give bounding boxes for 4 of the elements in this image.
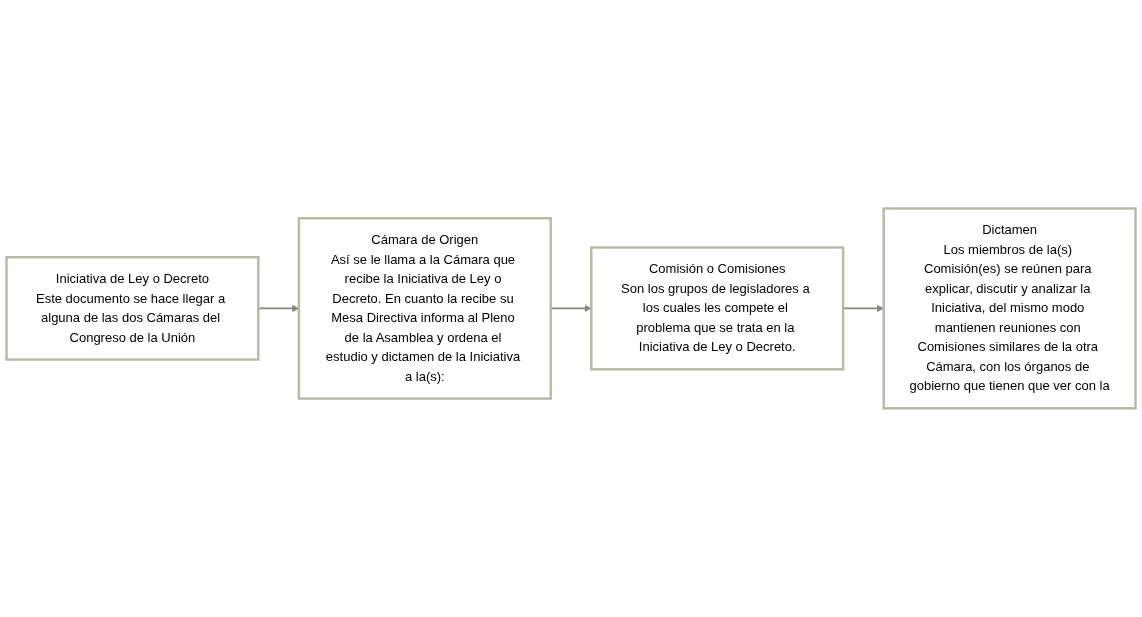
node-box: Comisión o Comisiones Son los grupos de legisladores a los cuales les compete el problema que se trata en la Iniciativa de Ley o Decreto.	[590, 246, 845, 371]
node-box: Cámara de Origen Así se le llama a la Cámara que recibe la Iniciativa de Ley o Decreto. En cuanto la recibe su Mesa Directiva informa al Pleno de la Asamblea y ordena el estudio y dictamen de la Iniciativa a la(s):	[297, 217, 552, 400]
node-box: Dictamen Los miembros de la(s) Comisión(es) se reúnen para explicar, discutir y analizar la Iniciativa, del mismo modo mantienen reuniones con Comisiones similares de la otra Cámara, con los órganos de gobierno que tienen que ver con la	[882, 207, 1137, 410]
node-box: Iniciativa de Ley o Decreto Este documento se hace llegar a alguna de las dos Cámaras del Congreso de la Unión	[5, 256, 260, 361]
